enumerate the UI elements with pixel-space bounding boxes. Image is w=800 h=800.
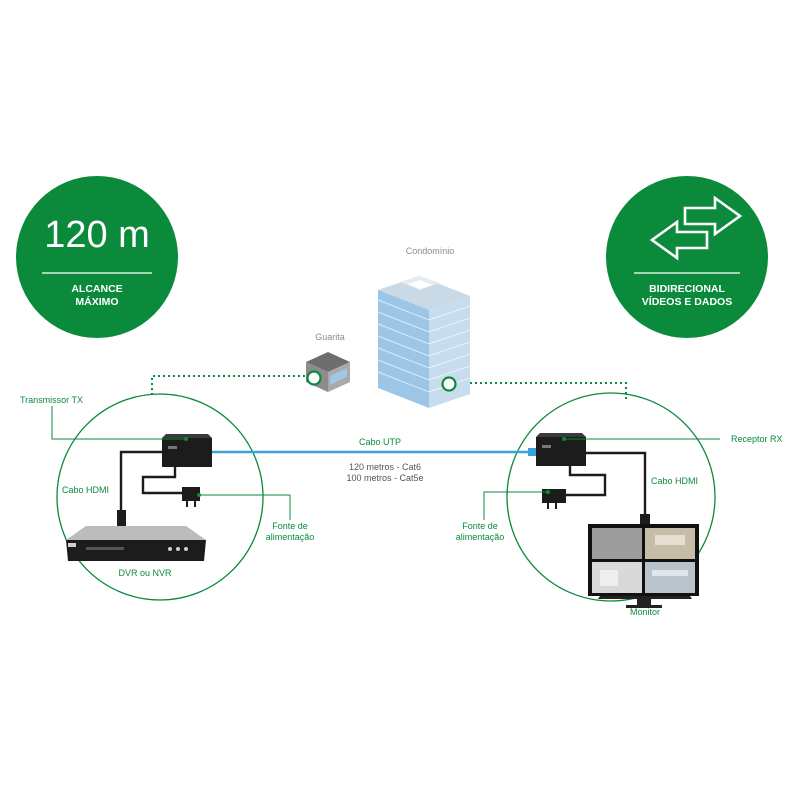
leader-lines: [51, 406, 720, 520]
tx-power-label-line1: Fonte de: [272, 521, 308, 531]
bidirectional-badge: [606, 176, 768, 338]
monitor-device: [588, 524, 699, 608]
leader-dots: [184, 437, 566, 497]
rx-hdmi-plug: [640, 514, 650, 528]
tx-power-label-line2: alimentação: [265, 532, 315, 542]
dvr-device: [66, 526, 206, 561]
utp-cable-label: Cabo UTP: [358, 437, 402, 447]
transmitter-label: Transmissor TX: [20, 395, 84, 405]
condominium-node: [441, 376, 457, 392]
utp-spec-cat5e: 100 metros - Cat5e: [346, 473, 424, 483]
range-caption-line1: ALCANCE: [71, 283, 123, 295]
transmitter-device: [162, 434, 212, 467]
bidirectional-caption-line2: VÍDEOS E DADOS: [641, 296, 733, 308]
tx-hdmi-plug: [117, 510, 126, 526]
receiver-label: Receptor RX: [731, 434, 783, 444]
rx-power-label-line2: alimentação: [455, 532, 505, 542]
range-value: 120 m: [44, 214, 150, 256]
bidirectional-arrows-icon: [649, 195, 743, 261]
range-badge: [16, 176, 178, 338]
dvr-label: DVR ou NVR: [118, 568, 172, 578]
utp-connector-rx: [528, 448, 536, 456]
tx-power-adapter: [182, 487, 200, 507]
tx-power-cable: [141, 467, 182, 495]
bidirectional-caption-line1: BIDIRECIONAL: [649, 283, 725, 295]
condominium-label: Condomínio: [405, 246, 455, 256]
rx-power-label-line1: Fonte de: [462, 521, 498, 531]
guardhouse-node: [306, 370, 322, 386]
monitor-label: Monitor: [629, 607, 660, 617]
range-caption-line2: MÁXIMO: [75, 296, 119, 308]
guardhouse-label: Guarita: [315, 332, 345, 342]
rx-power-cable: [566, 466, 607, 497]
tx-circle: [56, 393, 264, 601]
condominium-building: [377, 276, 471, 408]
wireless-links: [151, 375, 627, 402]
tx-hdmi-cable: [119, 450, 162, 512]
receiver-device: [536, 433, 586, 466]
rx-circle: [506, 392, 716, 602]
rx-hdmi-label: Cabo HDMI: [651, 476, 699, 486]
utp-spec-cat6: 120 metros - Cat6: [348, 462, 422, 472]
rx-hdmi-cable: [586, 451, 647, 516]
tx-hdmi-label: Cabo HDMI: [62, 485, 110, 495]
